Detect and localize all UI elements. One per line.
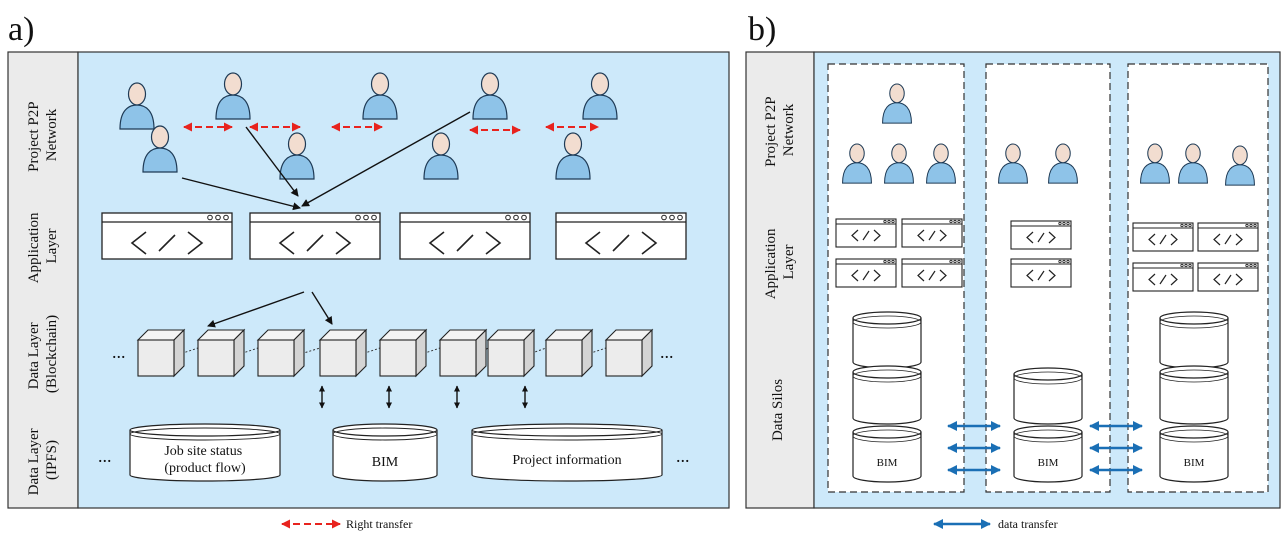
storage-job-site: Job site status (product flow) xyxy=(129,423,281,482)
layer-label-silos: Data Silos xyxy=(770,379,786,441)
block-cube-icon xyxy=(605,329,653,377)
code-window-icon xyxy=(1197,222,1259,252)
blockchain-ellipsis-left: ... xyxy=(112,342,126,362)
database-cylinder-icon xyxy=(1159,365,1229,425)
block-cube-icon xyxy=(487,329,535,377)
block-cube-icon xyxy=(545,329,593,377)
code-window-icon xyxy=(101,212,233,260)
block-cube-icon xyxy=(257,329,305,377)
svg-text:BIM: BIM xyxy=(877,457,898,469)
legend-data-transfer: data transfer xyxy=(933,517,1058,531)
block-cube-icon xyxy=(379,329,427,377)
block-cube-icon xyxy=(197,329,245,377)
layer-label-application-b: Application Layer xyxy=(763,225,797,300)
database-cylinder-icon xyxy=(1159,311,1229,369)
database-cylinder-bim: BIM xyxy=(1013,425,1083,483)
code-window-icon xyxy=(1132,262,1194,292)
layer-label-application: Application Layer xyxy=(26,209,60,284)
data-transfer-arrows xyxy=(947,421,1143,475)
panel-a-label-column xyxy=(7,51,79,509)
code-window-icon xyxy=(1010,258,1072,288)
database-cylinder-icon xyxy=(852,311,922,369)
code-window-icon xyxy=(901,258,963,288)
database-cylinder-bim: BIM xyxy=(852,425,922,483)
layer-label-ipfs: Data Layer (IPFS) xyxy=(26,425,60,496)
code-window-icon xyxy=(1197,262,1259,292)
code-window-icon xyxy=(901,218,963,248)
block-cube-icon xyxy=(137,329,185,377)
database-cylinder-bim: BIM xyxy=(1159,425,1229,483)
panel-b: b) Project P2P Network Application Layer… xyxy=(745,11,1281,531)
code-window-icon xyxy=(1132,222,1194,252)
panel-a: a) Project P2P Network Application Layer… xyxy=(7,11,730,531)
ipfs-ellipsis-left: ... xyxy=(98,446,112,466)
svg-text:BIM: BIM xyxy=(1038,457,1059,469)
layer-label-blockchain: Data Layer (Blockchain) xyxy=(26,315,60,393)
access-arrows xyxy=(181,111,471,211)
panel-a-tag: a) xyxy=(8,11,34,48)
svg-text:Project information: Project information xyxy=(512,453,621,468)
code-window-icon xyxy=(835,258,897,288)
code-window-icon xyxy=(555,212,687,260)
blockchain-ellipsis-right: ... xyxy=(660,342,674,362)
write-arrows xyxy=(207,291,333,328)
legend-right-transfer: Right transfer xyxy=(281,517,412,531)
database-cylinder-icon xyxy=(852,365,922,425)
svg-text:Job site status (produ: Job site status (product flow) xyxy=(164,444,246,476)
svg-text:Right transfer: Right transfer xyxy=(346,517,412,531)
block-cube-icon xyxy=(319,329,367,377)
code-window-icon xyxy=(399,212,531,260)
layer-label-network-b: Project P2P Network xyxy=(763,93,797,167)
code-window-icon xyxy=(249,212,381,260)
svg-text:data transfer: data transfer xyxy=(998,517,1058,531)
database-cylinder-icon xyxy=(1013,367,1083,425)
storage-bim: BIM xyxy=(332,423,438,482)
svg-text:BIM: BIM xyxy=(1184,457,1205,469)
svg-text:BIM: BIM xyxy=(372,455,399,470)
layer-label-network: Project P2P Network xyxy=(26,98,60,172)
ipfs-ellipsis-right: ... xyxy=(676,446,690,466)
code-window-icon xyxy=(835,218,897,248)
storage-project-info: Project information xyxy=(471,423,663,482)
right-transfer-arrows xyxy=(183,122,599,135)
panel-b-label-column xyxy=(745,51,815,509)
panel-b-tag: b) xyxy=(748,11,776,48)
ipfs-link-arrows xyxy=(319,385,528,409)
block-cube-icon xyxy=(439,329,487,377)
code-window-icon xyxy=(1010,220,1072,250)
